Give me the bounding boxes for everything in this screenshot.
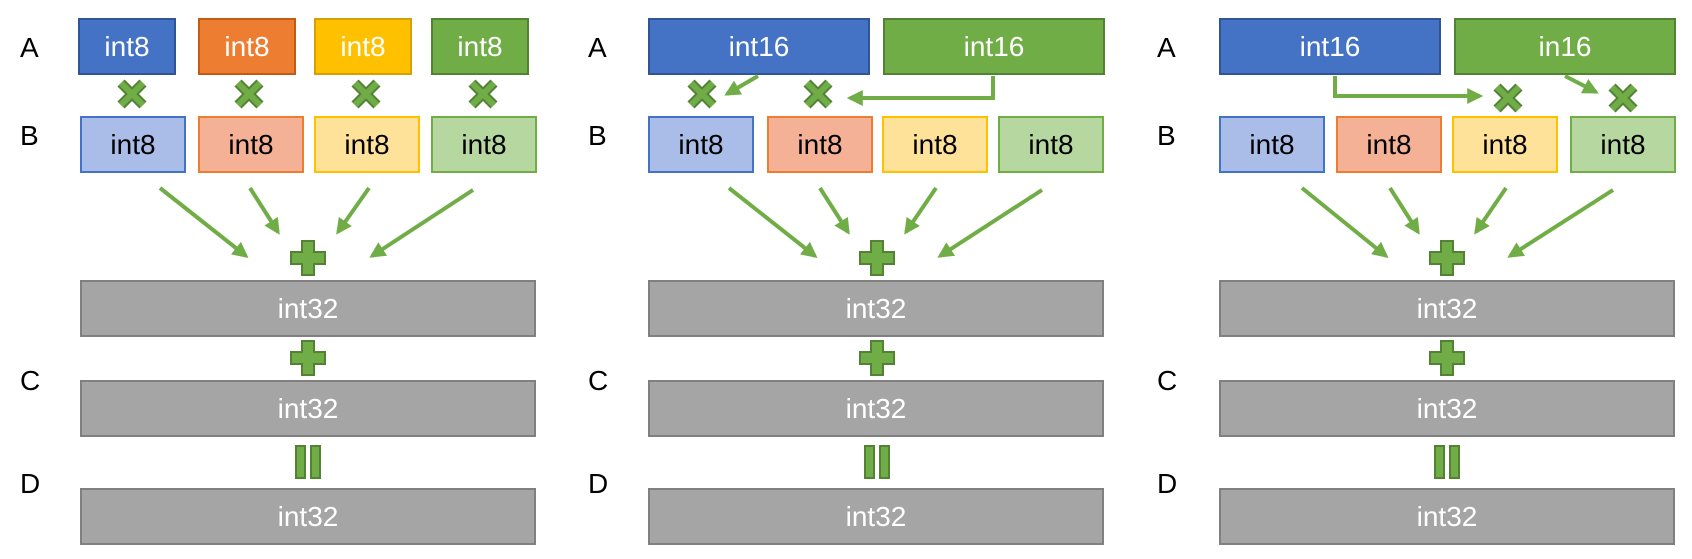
plus-icon [290,340,326,376]
arrow [1507,188,1615,258]
a-box-1: int16 [1219,18,1441,75]
row-label-b: B [588,120,607,151]
d-box: int32 [1219,488,1675,545]
multiply-icon [472,83,494,105]
b-box-4: int8 [1570,116,1676,173]
b-box-3: int8 [314,116,420,173]
b-box-1: int8 [1219,116,1325,173]
a-box-2: int8 [198,18,296,75]
routing-arrows [724,74,995,106]
multiply-icon [1612,87,1634,109]
equals-icon [1434,445,1460,479]
routing-arrows [1333,74,1599,104]
converge-arrows [158,186,475,258]
arrow [1474,186,1508,235]
row-label-b: B [20,120,39,151]
arrow [336,186,371,235]
equals-icon [864,445,890,479]
d-box: int32 [80,488,536,545]
c-box: int32 [1219,380,1675,437]
plus-icon [859,340,895,376]
sum-box: int32 [648,280,1104,337]
multiply-icon [807,83,829,105]
plus-icon [1429,240,1465,276]
multiply-icon [1497,87,1519,109]
multiply-icon [238,83,260,105]
arrow [724,74,760,96]
arrow [158,186,249,258]
row-label-a: A [588,32,607,63]
b-box-1: int8 [80,116,186,173]
a-box-2: int16 [883,18,1105,75]
d-box: int32 [648,488,1104,545]
b-box-4: int8 [431,116,537,173]
b-box-2: int8 [1336,116,1442,173]
plus-icon [290,240,326,276]
converge-arrows [727,186,1044,258]
arrow [818,186,850,235]
multiply-icon [691,83,713,105]
row-label-d: D [588,468,609,499]
arrow [1564,74,1599,94]
a-box-2: in16 [1454,18,1676,75]
b-box-3: int8 [1452,116,1558,173]
arrow [1333,76,1484,104]
row-label-a: A [1157,32,1176,63]
a-box-1: int16 [648,18,870,75]
row-label-d: D [1157,468,1178,499]
row-label-c: C [588,365,609,396]
b-box-1: int8 [648,116,754,173]
row-label-a: A [20,32,39,63]
multiply-icon [121,83,143,105]
arrow [1300,186,1389,259]
plus-icon [1429,340,1465,376]
b-box-4: int8 [998,116,1104,173]
row-label-d: D [20,468,41,499]
arrow [248,186,280,235]
equals-icon [295,445,321,479]
a-box-4: int8 [431,18,529,75]
a-box-3: int8 [314,18,412,75]
b-box-2: int8 [767,116,873,173]
plus-icon [859,240,895,276]
b-box-3: int8 [882,116,988,173]
b-box-2: int8 [198,116,304,173]
row-label-c: C [1157,365,1178,396]
arrow [369,188,475,258]
arrow [846,76,995,106]
multiply-icon [355,83,377,105]
c-box: int32 [648,380,1104,437]
arrow [937,188,1044,258]
row-label-b: B [1157,120,1176,151]
arrow [904,186,938,235]
arrow [1388,186,1420,235]
sum-box: int32 [80,280,536,337]
sum-box: int32 [1219,280,1675,337]
row-label-c: C [20,365,41,396]
a-box-1: int8 [78,18,176,75]
converge-arrows [1300,186,1615,259]
arrow [727,186,818,258]
c-box: int32 [80,380,536,437]
